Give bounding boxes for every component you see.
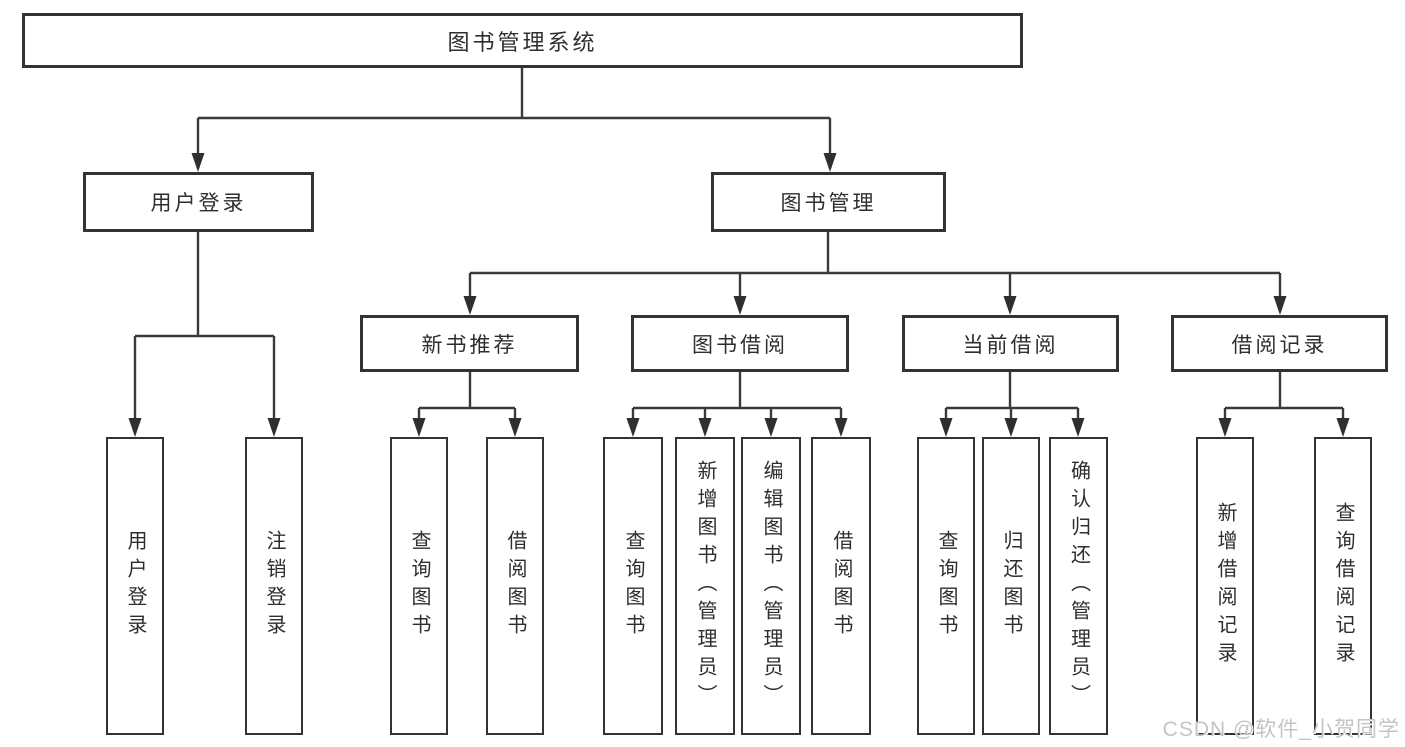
arrow-down-icon: [191, 153, 205, 172]
leaf-query-borrow-record: 查询借阅记录: [1314, 437, 1372, 735]
node-label: 新增借阅记录: [1214, 502, 1236, 670]
node-label: 查询图书: [408, 530, 430, 642]
arrow-down-icon: [823, 153, 837, 172]
connector-bookmgmt-to-level3: [468, 232, 1282, 297]
leaf-return-books: 归还图书: [982, 437, 1040, 735]
node-label: 用户登录: [124, 530, 146, 642]
node-label: 借阅图书: [504, 530, 526, 642]
node-label: 图书管理: [780, 192, 877, 215]
arrow-down-icon: [1336, 418, 1350, 437]
node-root-system: 图书管理系统: [22, 13, 1023, 68]
arrow-down-icon: [128, 418, 142, 437]
node-label: 借阅记录: [1231, 333, 1328, 357]
node-label: 图书管理系统: [447, 29, 598, 55]
arrow-down-icon: [764, 418, 778, 437]
leaf-borrow-books-borrow: 借阅图书: [811, 437, 871, 735]
arrow-down-icon: [412, 418, 426, 437]
node-label: 当前借阅: [962, 333, 1059, 357]
connector-records-to-leaves: [1223, 372, 1345, 419]
arrow-down-icon: [1273, 296, 1287, 315]
arrow-down-icon: [733, 296, 747, 315]
node-label: 查询图书: [622, 530, 644, 642]
node-new-book-recommend: 新书推荐: [360, 315, 579, 372]
arrowheads: [128, 153, 1350, 437]
leaf-add-book-admin: 新增图书（管理员）: [675, 437, 735, 735]
leaf-edit-book-admin: 编辑图书（管理员）: [741, 437, 801, 735]
node-book-management: 图书管理: [711, 172, 946, 232]
arrow-down-icon: [463, 296, 477, 315]
csdn-watermark: CSDN @软件_小贺同学: [1162, 718, 1400, 741]
connector-bookborrow-to-leaves: [631, 372, 843, 419]
node-book-borrowing: 图书借阅: [631, 315, 849, 372]
connector-currentborrow-to-leaves: [944, 372, 1080, 419]
node-label: 图书借阅: [692, 333, 788, 357]
leaf-borrow-books-newbook: 借阅图书: [486, 437, 544, 735]
arrow-down-icon: [1004, 418, 1018, 437]
node-label: 查询借阅记录: [1332, 502, 1354, 670]
leaf-query-books-borrow: 查询图书: [603, 437, 663, 735]
node-label: 借阅图书: [830, 530, 852, 642]
arrow-down-icon: [939, 418, 953, 437]
arrow-down-icon: [834, 418, 848, 437]
node-current-borrowing: 当前借阅: [902, 315, 1119, 372]
arrow-down-icon: [1218, 418, 1232, 437]
connector-newbook-to-leaves: [417, 372, 517, 419]
node-label: 注销登录: [263, 530, 285, 642]
node-label: 新增图书（管理员）: [694, 460, 716, 712]
node-label: 编辑图书（管理员）: [760, 460, 782, 712]
arrow-down-icon: [626, 418, 640, 437]
node-user-login: 用户登录: [83, 172, 314, 232]
node-label: 新书推荐: [421, 333, 518, 357]
node-label: 确认归还（管理员）: [1067, 460, 1090, 712]
arrow-down-icon: [267, 418, 281, 437]
node-label: 用户登录: [150, 192, 247, 215]
arrow-down-icon: [1071, 418, 1085, 437]
leaf-query-books-current: 查询图书: [917, 437, 975, 735]
leaf-confirm-return-admin: 确认归还（管理员）: [1049, 437, 1108, 735]
arrow-down-icon: [508, 418, 522, 437]
leaf-logout: 注销登录: [245, 437, 303, 735]
connector-userlogin-to-leaves: [133, 232, 276, 419]
node-label: 查询图书: [935, 530, 957, 642]
leaf-query-books-newbook: 查询图书: [390, 437, 448, 735]
node-label: 归还图书: [1000, 530, 1022, 642]
leaf-add-borrow-record: 新增借阅记录: [1196, 437, 1254, 735]
arrow-down-icon: [698, 418, 712, 437]
node-borrow-records: 借阅记录: [1171, 315, 1388, 372]
connector-root-to-level2: [196, 68, 832, 154]
arrow-down-icon: [1003, 296, 1017, 315]
leaf-user-login: 用户登录: [106, 437, 164, 735]
